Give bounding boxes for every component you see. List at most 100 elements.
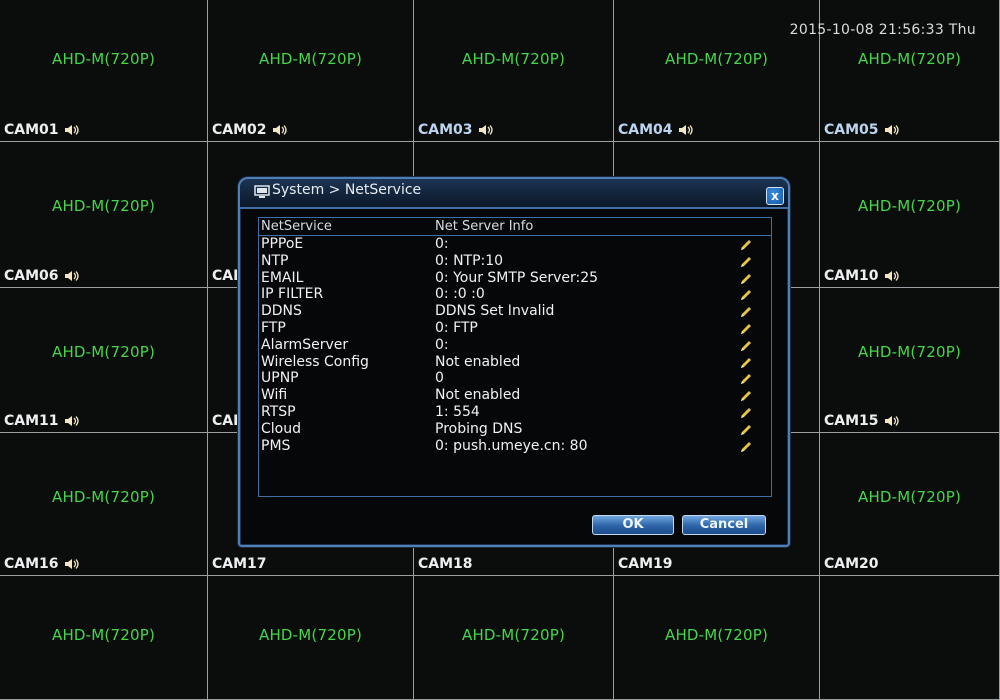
service-info: 0: push.umeye.cn: 80 (435, 437, 588, 454)
table-row[interactable]: Wireless Config Not enabled (259, 354, 771, 371)
camera-cell[interactable]: AHD-M(720P) CAM02 (208, 0, 414, 142)
camera-cell[interactable]: CAM19 (614, 433, 820, 576)
pencil-icon[interactable] (739, 255, 753, 269)
dialog-title-bar[interactable]: System > NetService x (240, 179, 788, 209)
camera-name: CAM15 (824, 413, 879, 429)
camera-name: CAM11 (4, 413, 59, 429)
camera-cell[interactable]: AHD-M(720P)CAM03 (414, 0, 614, 142)
camera-label: CAM10 (824, 268, 900, 284)
channel-status: AHD-M(720P) (461, 626, 566, 644)
service-info: Probing DNS (435, 420, 523, 437)
dialog-title: System > NetService (272, 182, 422, 198)
service-info: Not enabled (435, 353, 521, 370)
camera-label: CAI (212, 268, 238, 284)
service-name: PMS (261, 437, 291, 454)
clock: 2015-10-08 21:56:33 Thu (789, 22, 976, 38)
pencil-icon[interactable] (739, 272, 753, 286)
pencil-icon[interactable] (739, 372, 753, 386)
service-name: Cloud (261, 420, 301, 437)
speaker-icon (884, 271, 899, 281)
channel-status: AHD-M(720P) (857, 488, 962, 506)
ok-button[interactable]: OK (592, 515, 674, 535)
channel-status: AHD-M(720P) (258, 626, 363, 644)
service-name: Wifi (261, 387, 288, 404)
camera-cell[interactable]: AHD-M(720P) CAM10 (820, 142, 1000, 288)
camera-cell[interactable]: AHD-M(720P) (0, 576, 208, 700)
camera-cell[interactable]: AHD-M(720P) (414, 576, 614, 700)
camera-name: CAI (212, 268, 239, 284)
camera-name: CAM16 (4, 556, 59, 572)
camera-label: CAM05 (824, 122, 900, 138)
service-name: DDNS (261, 303, 302, 320)
pencil-icon[interactable] (739, 238, 753, 252)
channel-status: AHD-M(720P) (857, 343, 962, 361)
pencil-icon[interactable] (739, 406, 753, 420)
pencil-icon[interactable] (739, 356, 753, 370)
service-info: DDNS Set Invalid (435, 303, 555, 320)
speaker-icon (64, 416, 79, 426)
camera-label: CAM15 (824, 413, 900, 429)
camera-name: CAM04 (618, 122, 673, 138)
camera-name: CAM02 (212, 122, 267, 138)
camera-name: CAM10 (824, 268, 879, 284)
camera-cell[interactable]: AHD-M(720P)CAM11 (0, 288, 208, 433)
pencil-icon[interactable] (739, 322, 753, 336)
table-row[interactable]: PMS 0: push.umeye.cn: 80 (259, 438, 771, 455)
table-row[interactable]: Cloud Probing DNS (259, 421, 771, 438)
camera-name: CAM20 (824, 556, 879, 572)
table-row[interactable]: DDNS DDNS Set Invalid (259, 303, 771, 320)
pencil-icon[interactable] (739, 305, 753, 319)
service-name: AlarmServer (261, 336, 349, 353)
camera-cell[interactable]: AHD-M(720P) CAM20 (820, 433, 1000, 576)
close-icon[interactable]: x (766, 187, 784, 205)
service-info: 0: (435, 336, 449, 353)
channel-status: AHD-M(720P) (857, 197, 962, 215)
pencil-icon[interactable] (739, 288, 753, 302)
camera-cell[interactable]: AHD-M(720P)CAM05 (820, 0, 1000, 142)
pencil-icon[interactable] (739, 389, 753, 403)
camera-label: CAM06 (4, 268, 80, 284)
channel-status: AHD-M(720P) (258, 50, 363, 68)
camera-cell[interactable]: AHD-M(720P) (208, 576, 414, 700)
camera-cell[interactable] (820, 576, 1000, 700)
camera-label: CAM03 (418, 122, 494, 138)
speaker-icon (884, 416, 899, 426)
pencil-icon[interactable] (739, 423, 753, 437)
camera-cell[interactable]: AHD-M(720P)CAM01 (0, 0, 208, 142)
camera-name: CAM18 (418, 556, 473, 572)
header-netservice: NetService (261, 219, 332, 234)
cancel-button[interactable]: Cancel (682, 515, 766, 535)
speaker-icon (64, 271, 79, 281)
speaker-icon (884, 125, 899, 135)
camera-cell[interactable]: AHD-M(720P)CAM16 (0, 433, 208, 576)
speaker-icon (478, 125, 493, 135)
service-name: FTP (261, 320, 286, 336)
service-info: 0: :0 :0 (435, 286, 485, 303)
camera-cell[interactable]: AHD-M(720P)CAM06 (0, 142, 208, 288)
service-name: Wireless Config (261, 353, 369, 370)
camera-label: CAM19 (618, 556, 673, 572)
camera-label: CAM17 (212, 556, 267, 572)
camera-name: CAM17 (212, 556, 267, 572)
table-row[interactable]: AlarmServer 0: (259, 337, 771, 354)
camera-cell[interactable]: AHD-M(720P) CAM15 (820, 288, 1000, 433)
pencil-icon[interactable] (739, 339, 753, 353)
service-name: NTP (261, 252, 289, 269)
camera-label: CAM01 (4, 122, 80, 138)
camera-label: CAM20 (824, 556, 879, 572)
camera-label: CAM18 (418, 556, 473, 572)
speaker-icon (64, 559, 79, 569)
pencil-icon[interactable] (739, 440, 753, 454)
camera-cell[interactable]: AHD-M(720P)CAM04 (614, 0, 820, 142)
camera-cell[interactable]: AHD-M(720P) (614, 576, 820, 700)
camera-label: CAM16 (4, 556, 80, 572)
